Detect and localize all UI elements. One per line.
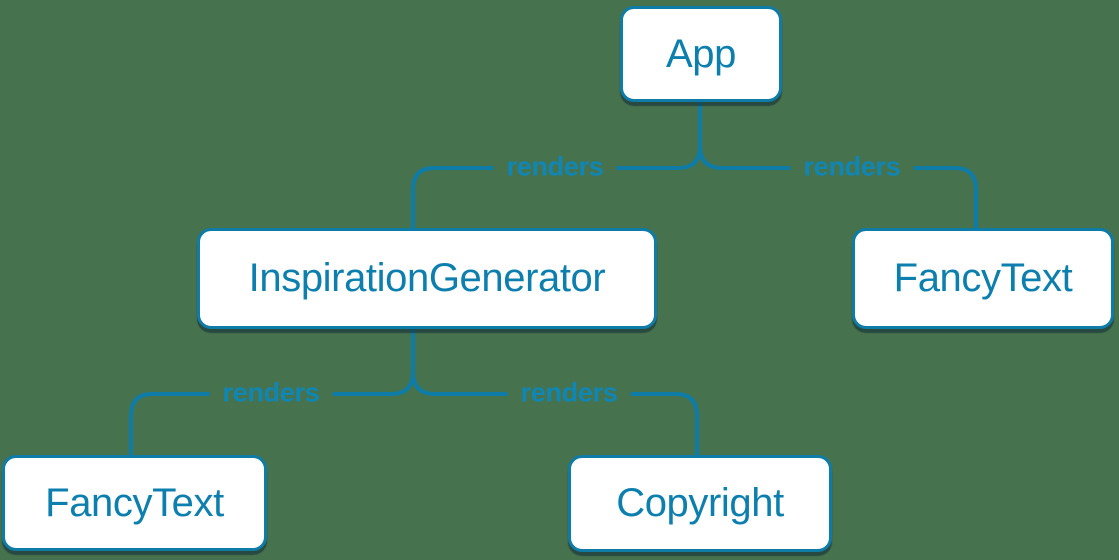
node-copyright-label: Copyright xyxy=(616,481,784,525)
edge-label-renders-ig-copyright: renders xyxy=(507,377,631,409)
node-app: App xyxy=(620,6,782,102)
edge-label-renders-ig-fancytext: renders xyxy=(209,377,333,409)
node-app-label: App xyxy=(666,31,736,76)
node-fancy-text-right-label: FancyText xyxy=(893,256,1073,300)
node-inspiration-generator: InspirationGenerator xyxy=(197,228,657,329)
edge-label-renders-app-ig: renders xyxy=(493,151,617,183)
node-fancy-text-right: FancyText xyxy=(852,228,1114,329)
node-fancy-text-left-label: FancyText xyxy=(45,480,224,525)
node-inspiration-generator-label: InspirationGenerator xyxy=(248,256,606,300)
edge-label-renders-app-fancytext: renders xyxy=(790,151,914,183)
node-fancy-text-left: FancyText xyxy=(2,455,267,551)
node-copyright: Copyright xyxy=(568,455,832,552)
